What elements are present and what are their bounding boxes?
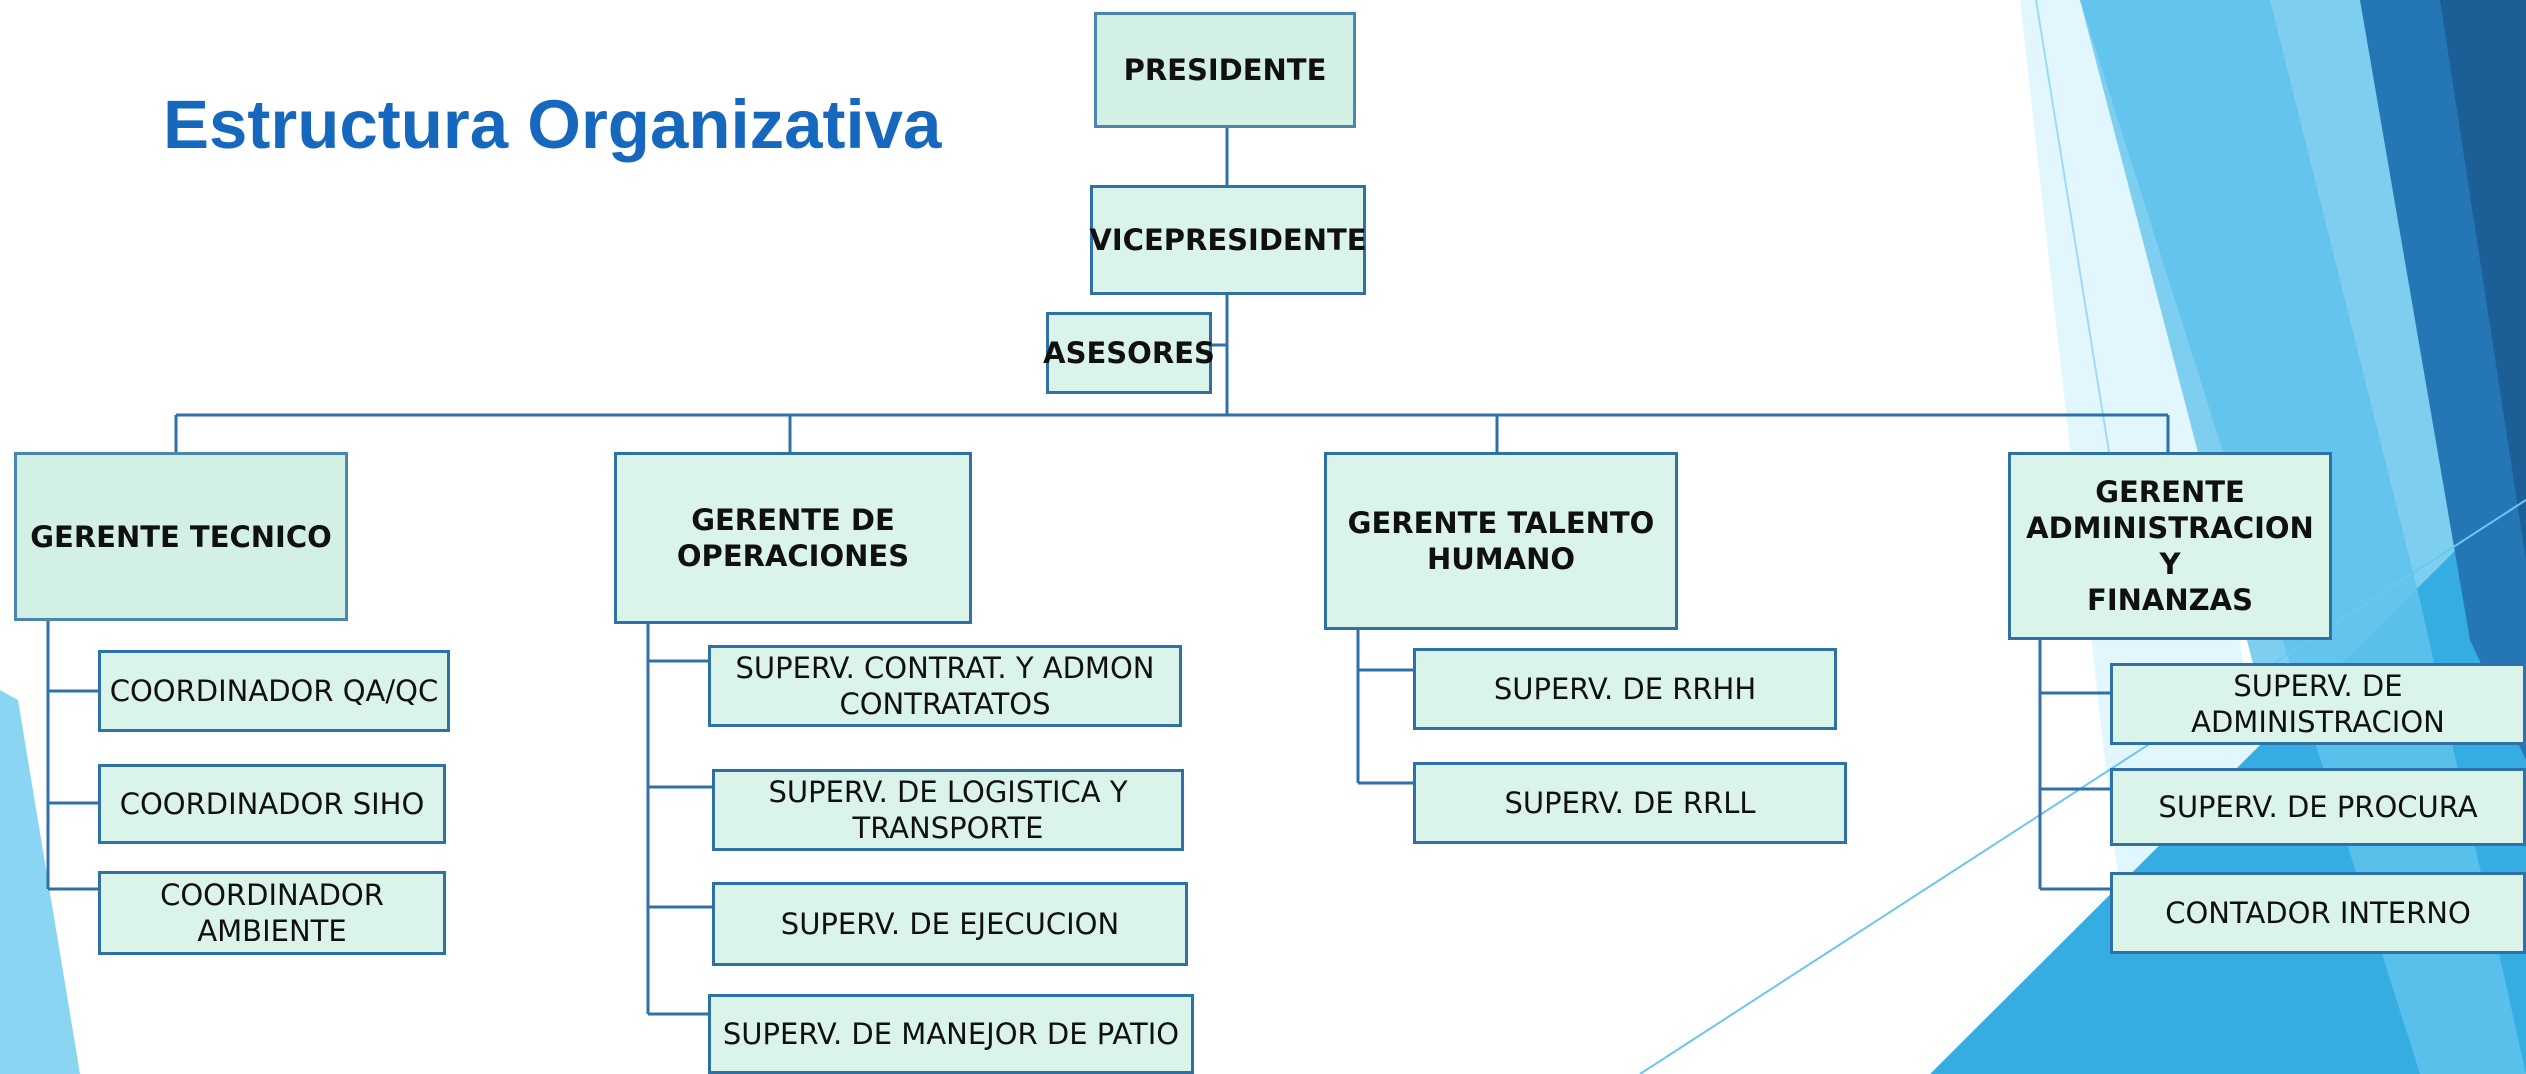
slide-title: Estructura Organizativa	[163, 86, 942, 163]
left-accent-sliver	[0, 690, 80, 1074]
box-superv-rrhh: SUPERV. DE RRHH	[1413, 648, 1837, 730]
box-coordinador-qaqc: COORDINADOR QA/QC	[98, 650, 450, 732]
box-vicepresident: VICEPRESIDENTE	[1089, 185, 1367, 295]
box-manager-talento-humano: GERENTE TALENTO HUMANO	[1324, 452, 1678, 630]
thin-diagonal-line	[1639, 499, 2526, 1074]
box-manager-administracion-finanzas: GERENTE ADMINISTRACION Y FINANZAS	[2008, 452, 2332, 640]
box-manager-operaciones: GERENTE DE OPERACIONES	[614, 452, 972, 624]
box-manager-tecnico: GERENTE TECNICO	[14, 452, 348, 621]
box-contador-interno: CONTADOR INTERNO	[2110, 872, 2526, 954]
box-coordinador-ambiente: COORDINADOR AMBIENTE	[98, 871, 446, 955]
box-coordinador-siho: COORDINADOR SIHO	[98, 764, 446, 844]
box-president: PRESIDENTE	[1094, 12, 1356, 128]
box-superv-administracion: SUPERV. DE ADMINISTRACION	[2110, 663, 2526, 745]
box-superv-ejecucion: SUPERV. DE EJECUCION	[712, 882, 1188, 966]
right-deep-facet	[2440, 0, 2526, 560]
box-superv-procura: SUPERV. DE PROCURA	[2110, 768, 2526, 846]
box-superv-rrll: SUPERV. DE RRLL	[1413, 762, 1847, 844]
box-superv-manejor-patio: SUPERV. DE MANEJOR DE PATIO	[708, 994, 1194, 1074]
box-advisors: ASESORES	[1043, 312, 1215, 394]
box-superv-contrat-admon: SUPERV. CONTRAT. Y ADMON CONTRATATOS	[708, 645, 1182, 727]
thin-vertical-line	[2035, 0, 2121, 521]
box-superv-logistica-transporte: SUPERV. DE LOGISTICA Y TRANSPORTE	[712, 769, 1184, 851]
